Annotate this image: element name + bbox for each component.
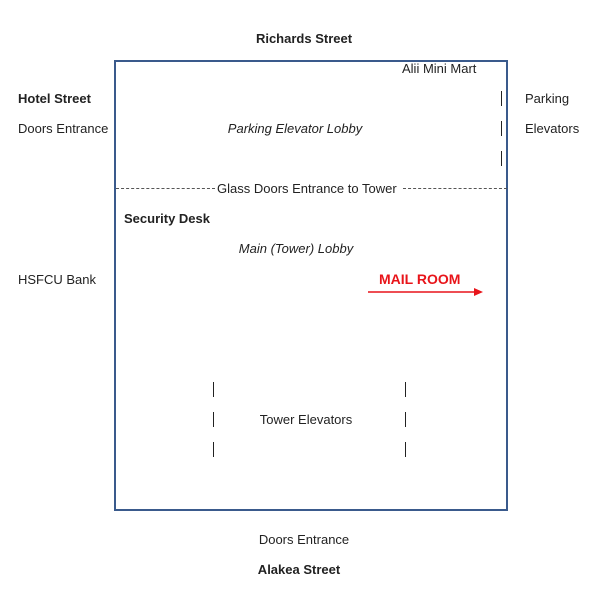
hsfcu-bank-label: HSFCU Bank — [18, 272, 97, 287]
parking-elevator-door-mark — [501, 121, 502, 136]
alii-mini-mart-label: Alii Mini Mart — [402, 61, 477, 76]
parking-elevator-lobby-label: Parking Elevator Lobby — [227, 121, 363, 136]
parking-elevators-label: Elevators — [525, 121, 580, 136]
tower-elevator-door-mark — [213, 412, 214, 427]
tower-elevator-door-mark — [213, 382, 214, 397]
glass-doors-entrance-label: Glass Doors Entrance to Tower — [217, 181, 397, 196]
tower-elevator-door-mark — [405, 412, 406, 427]
south-street-label: Alakea Street — [257, 562, 341, 577]
building-outline — [114, 60, 508, 511]
tower-elevator-door-mark — [405, 382, 406, 397]
tower-elevator-door-mark — [405, 442, 406, 457]
west-street-label: Hotel Street — [18, 91, 91, 106]
parking-label: Parking — [525, 91, 570, 106]
tower-elevators-label: Tower Elevators — [259, 412, 353, 427]
north-street-label: Richards Street — [255, 31, 353, 46]
tower-elevator-door-mark — [213, 442, 214, 457]
parking-elevator-door-mark — [501, 151, 502, 166]
main-tower-lobby-label: Main (Tower) Lobby — [238, 241, 354, 256]
security-desk-label: Security Desk — [124, 211, 210, 226]
parking-elevator-door-mark — [501, 91, 502, 106]
glass-doors-divider-left — [116, 188, 215, 189]
west-doors-entrance-label: Doors Entrance — [18, 121, 109, 136]
mail-room-arrow-icon — [368, 288, 483, 296]
glass-doors-divider-right — [403, 188, 507, 189]
south-doors-entrance-label: Doors Entrance — [258, 532, 350, 547]
mail-room-label: MAIL ROOM — [379, 271, 461, 287]
